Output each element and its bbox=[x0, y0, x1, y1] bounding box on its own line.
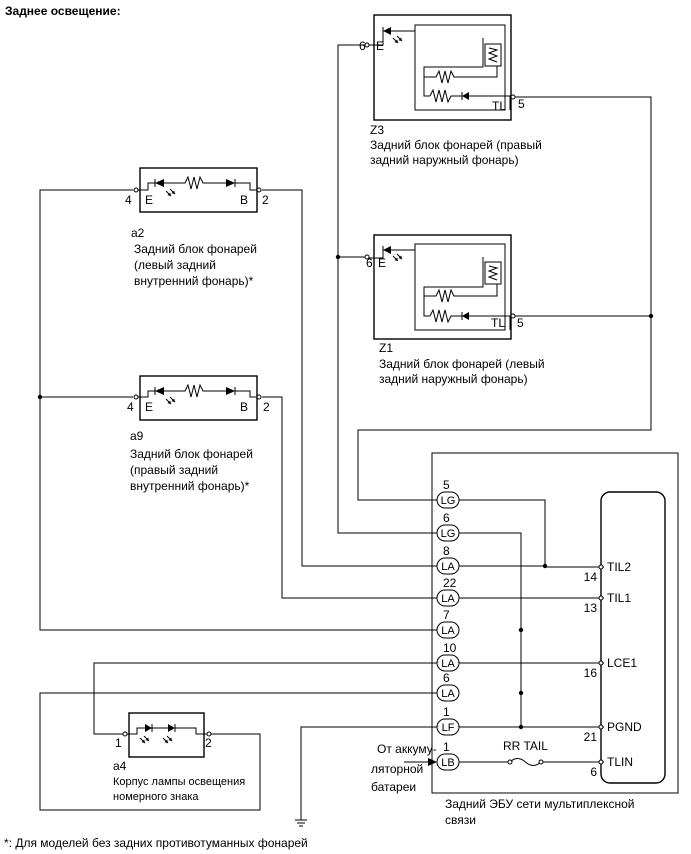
ground-icon bbox=[295, 819, 307, 827]
z1-name-line2: задний наружный фонарь) bbox=[379, 372, 528, 386]
a2-code: a2 bbox=[131, 226, 145, 240]
z1-label-e: E bbox=[378, 256, 386, 270]
a2-name-line2: (левый задний bbox=[134, 258, 216, 272]
a9-pin-b: 2 bbox=[263, 400, 270, 414]
a4-code: a4 bbox=[113, 759, 127, 773]
a4-name-line2: номерного знака bbox=[113, 791, 199, 803]
a4-pin-2: 2 bbox=[205, 736, 212, 750]
ecu-terminal-name: TIL2 bbox=[607, 560, 631, 574]
ecu-connector-2 bbox=[436, 557, 460, 575]
component-z1: 6 E TL 5 Z1 Задний блок фонарей (левый з… bbox=[364, 234, 545, 386]
ecu-terminal-dot bbox=[598, 564, 604, 570]
ecu-connector-pin: 1 bbox=[443, 740, 450, 754]
component-a4: 1 2 a4 Корпус лампы освещения номерного … bbox=[113, 712, 245, 803]
diagram-title: Заднее освещение: bbox=[5, 4, 121, 18]
z1-pin-tl: 5 bbox=[517, 316, 524, 330]
z3-label-e: E bbox=[376, 39, 384, 53]
ecu-connector-6 bbox=[436, 684, 460, 702]
ecu-connector-code: LG bbox=[441, 528, 456, 540]
a9-label-b: B bbox=[240, 400, 248, 414]
a4-pin-1: 1 bbox=[115, 736, 122, 750]
ecu-connector-pin: 22 bbox=[443, 576, 457, 590]
ecu-connector-5 bbox=[436, 654, 460, 672]
z3-code: Z3 bbox=[370, 123, 384, 137]
a9-name-line3: внутренний фонарь)* bbox=[130, 479, 250, 493]
a2-name-line3: внутренний фонарь)* bbox=[134, 274, 254, 288]
a2-label-b: B bbox=[240, 193, 248, 207]
ecu-connector-pin: 6 bbox=[443, 511, 450, 525]
ecu-name-line2: связи bbox=[445, 813, 476, 827]
a4-name-line1: Корпус лампы освещения bbox=[113, 776, 245, 788]
z1-name-line1: Задний блок фонарей (левый bbox=[379, 357, 545, 371]
a2-label-e: E bbox=[145, 193, 153, 207]
ecu-terminal-pin: 13 bbox=[584, 601, 598, 615]
ecu-connector-pin: 7 bbox=[443, 608, 450, 622]
ecu-connector-code: LF bbox=[442, 722, 455, 734]
fuse-icon bbox=[509, 758, 542, 766]
ecu-terminal-pin: 21 bbox=[584, 730, 598, 744]
ecu-connector-code: LA bbox=[441, 658, 455, 670]
ecu-connector-0 bbox=[436, 491, 460, 509]
ecu-connector-pin: 5 bbox=[443, 478, 450, 492]
fuse-label: RR TAIL bbox=[503, 739, 548, 753]
a9-name-line1: Задний блок фонарей bbox=[130, 447, 253, 461]
component-a2: 4 E B 2 a2 Задний блок фонарей (левый за… bbox=[125, 167, 269, 288]
ecu-terminal-dot bbox=[598, 759, 604, 765]
a9-pin-e: 4 bbox=[127, 400, 134, 414]
battery-label-line2: ляторной bbox=[371, 762, 423, 776]
ecu-connector-pin: 1 bbox=[443, 705, 450, 719]
battery-label-line3: батареи bbox=[371, 780, 416, 794]
ecu-connector-pin: 6 bbox=[443, 671, 450, 685]
a2-name-line1: Задний блок фонарей bbox=[134, 242, 257, 256]
ecu-terminal-pin: 16 bbox=[584, 666, 598, 680]
ecu-connector-8 bbox=[436, 753, 460, 771]
a9-label-e: E bbox=[145, 400, 153, 414]
z1-label-tl: TL bbox=[491, 316, 505, 330]
a9-code: a9 bbox=[130, 429, 144, 443]
ecu-connector-pin: 10 bbox=[443, 641, 457, 655]
z3-label-tl: TL bbox=[492, 99, 506, 113]
ecu-connector-code: LA bbox=[441, 625, 455, 637]
ecu-connector-code: LG bbox=[441, 495, 456, 507]
ecu-connector-1 bbox=[436, 524, 460, 542]
footnote: *: Для моделей без задних противотуманны… bbox=[4, 836, 308, 850]
ecu-connector-3 bbox=[436, 589, 460, 607]
ecu-terminal-dot bbox=[598, 724, 604, 730]
ecu-terminal-pin: 6 bbox=[590, 765, 597, 779]
z1-code: Z1 bbox=[379, 341, 393, 355]
z3-name-line1: Задний блок фонарей (правый bbox=[370, 138, 542, 152]
z3-pin-tl: 5 bbox=[518, 97, 525, 111]
ecu-terminal-dot bbox=[598, 595, 604, 601]
battery-label-line1: От аккуму- bbox=[377, 742, 437, 756]
ecu-terminal-pin: 14 bbox=[584, 570, 598, 584]
ecu-connector-pin: 8 bbox=[443, 544, 450, 558]
ecu-connector-code: LA bbox=[441, 593, 455, 605]
z3-pin-e: 6 bbox=[359, 39, 366, 53]
ecu-terminal-name: TIL1 bbox=[607, 591, 631, 605]
a2-pin-e: 4 bbox=[125, 193, 132, 207]
ecu-terminal-name: LCE1 bbox=[607, 656, 637, 670]
ecu-connector-code: LB bbox=[441, 757, 454, 769]
z3-name-line2: задний наружный фонарь) bbox=[370, 153, 519, 167]
component-a9: 4 E B 2 a9 Задний блок фонарей (правый з… bbox=[127, 375, 270, 493]
ecu-connector-4 bbox=[436, 621, 460, 639]
a9-name-line2: (правый задний bbox=[130, 463, 218, 477]
ecu-name-line1: Задний ЭБУ сети мультиплексной bbox=[445, 797, 634, 811]
z1-pin-e: 6 bbox=[366, 256, 373, 270]
a2-pin-b: 2 bbox=[262, 193, 269, 207]
ecu-terminal-name: PGND bbox=[607, 720, 642, 734]
ecu-terminal-name: TLIN bbox=[607, 755, 633, 769]
junction-dots bbox=[37, 254, 654, 730]
component-z3: 6 E TL 5 Z3 Задний блок фонарей (правый … bbox=[359, 14, 542, 167]
ecu-terminal-dot bbox=[598, 660, 604, 666]
wires bbox=[39, 44, 652, 820]
ecu-connector-7 bbox=[436, 718, 460, 736]
ecu-connector-code: LA bbox=[441, 688, 455, 700]
ecu-connector-code: LA bbox=[441, 561, 455, 573]
